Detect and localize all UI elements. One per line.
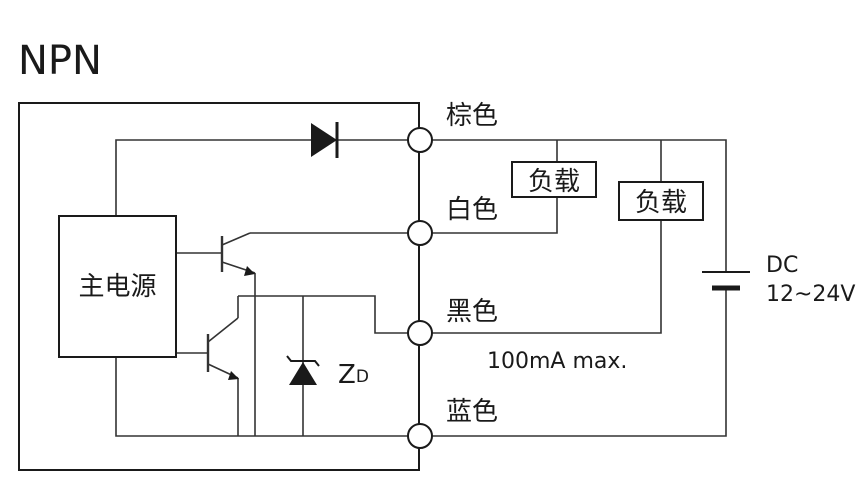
zener-label-main: Z [338,360,356,390]
load-1-label: 负载 [528,167,580,197]
output-transistor [220,232,256,276]
diode-icon [311,122,339,158]
load-2-box [618,181,704,221]
protection-transistor [206,317,239,380]
terminal-blue-label: 蓝色 [446,397,498,427]
battery-icon [702,271,750,291]
terminal-white-label: 白色 [446,195,498,225]
diagram-title: NPN [18,38,102,84]
terminal-white [407,220,433,246]
zener-label: ZD [338,360,369,390]
terminal-blue [407,423,433,449]
terminal-black-label: 黑色 [446,297,498,327]
dc-label: DC [766,253,798,278]
dc-range-label: 12~24V [766,282,855,307]
main-power-box [58,215,177,358]
zener-diode-icon [286,355,320,385]
load-2-label: 负载 [635,188,687,218]
load-1-box [511,161,597,198]
terminal-brown [407,127,433,153]
external-wiring [432,139,727,437]
terminal-black [407,320,433,346]
zener-label-sub: D [356,367,369,387]
terminal-brown-label: 棕色 [446,101,498,131]
main-power-label: 主电源 [78,272,156,302]
current-rating-label: 100mA max. [487,349,627,374]
